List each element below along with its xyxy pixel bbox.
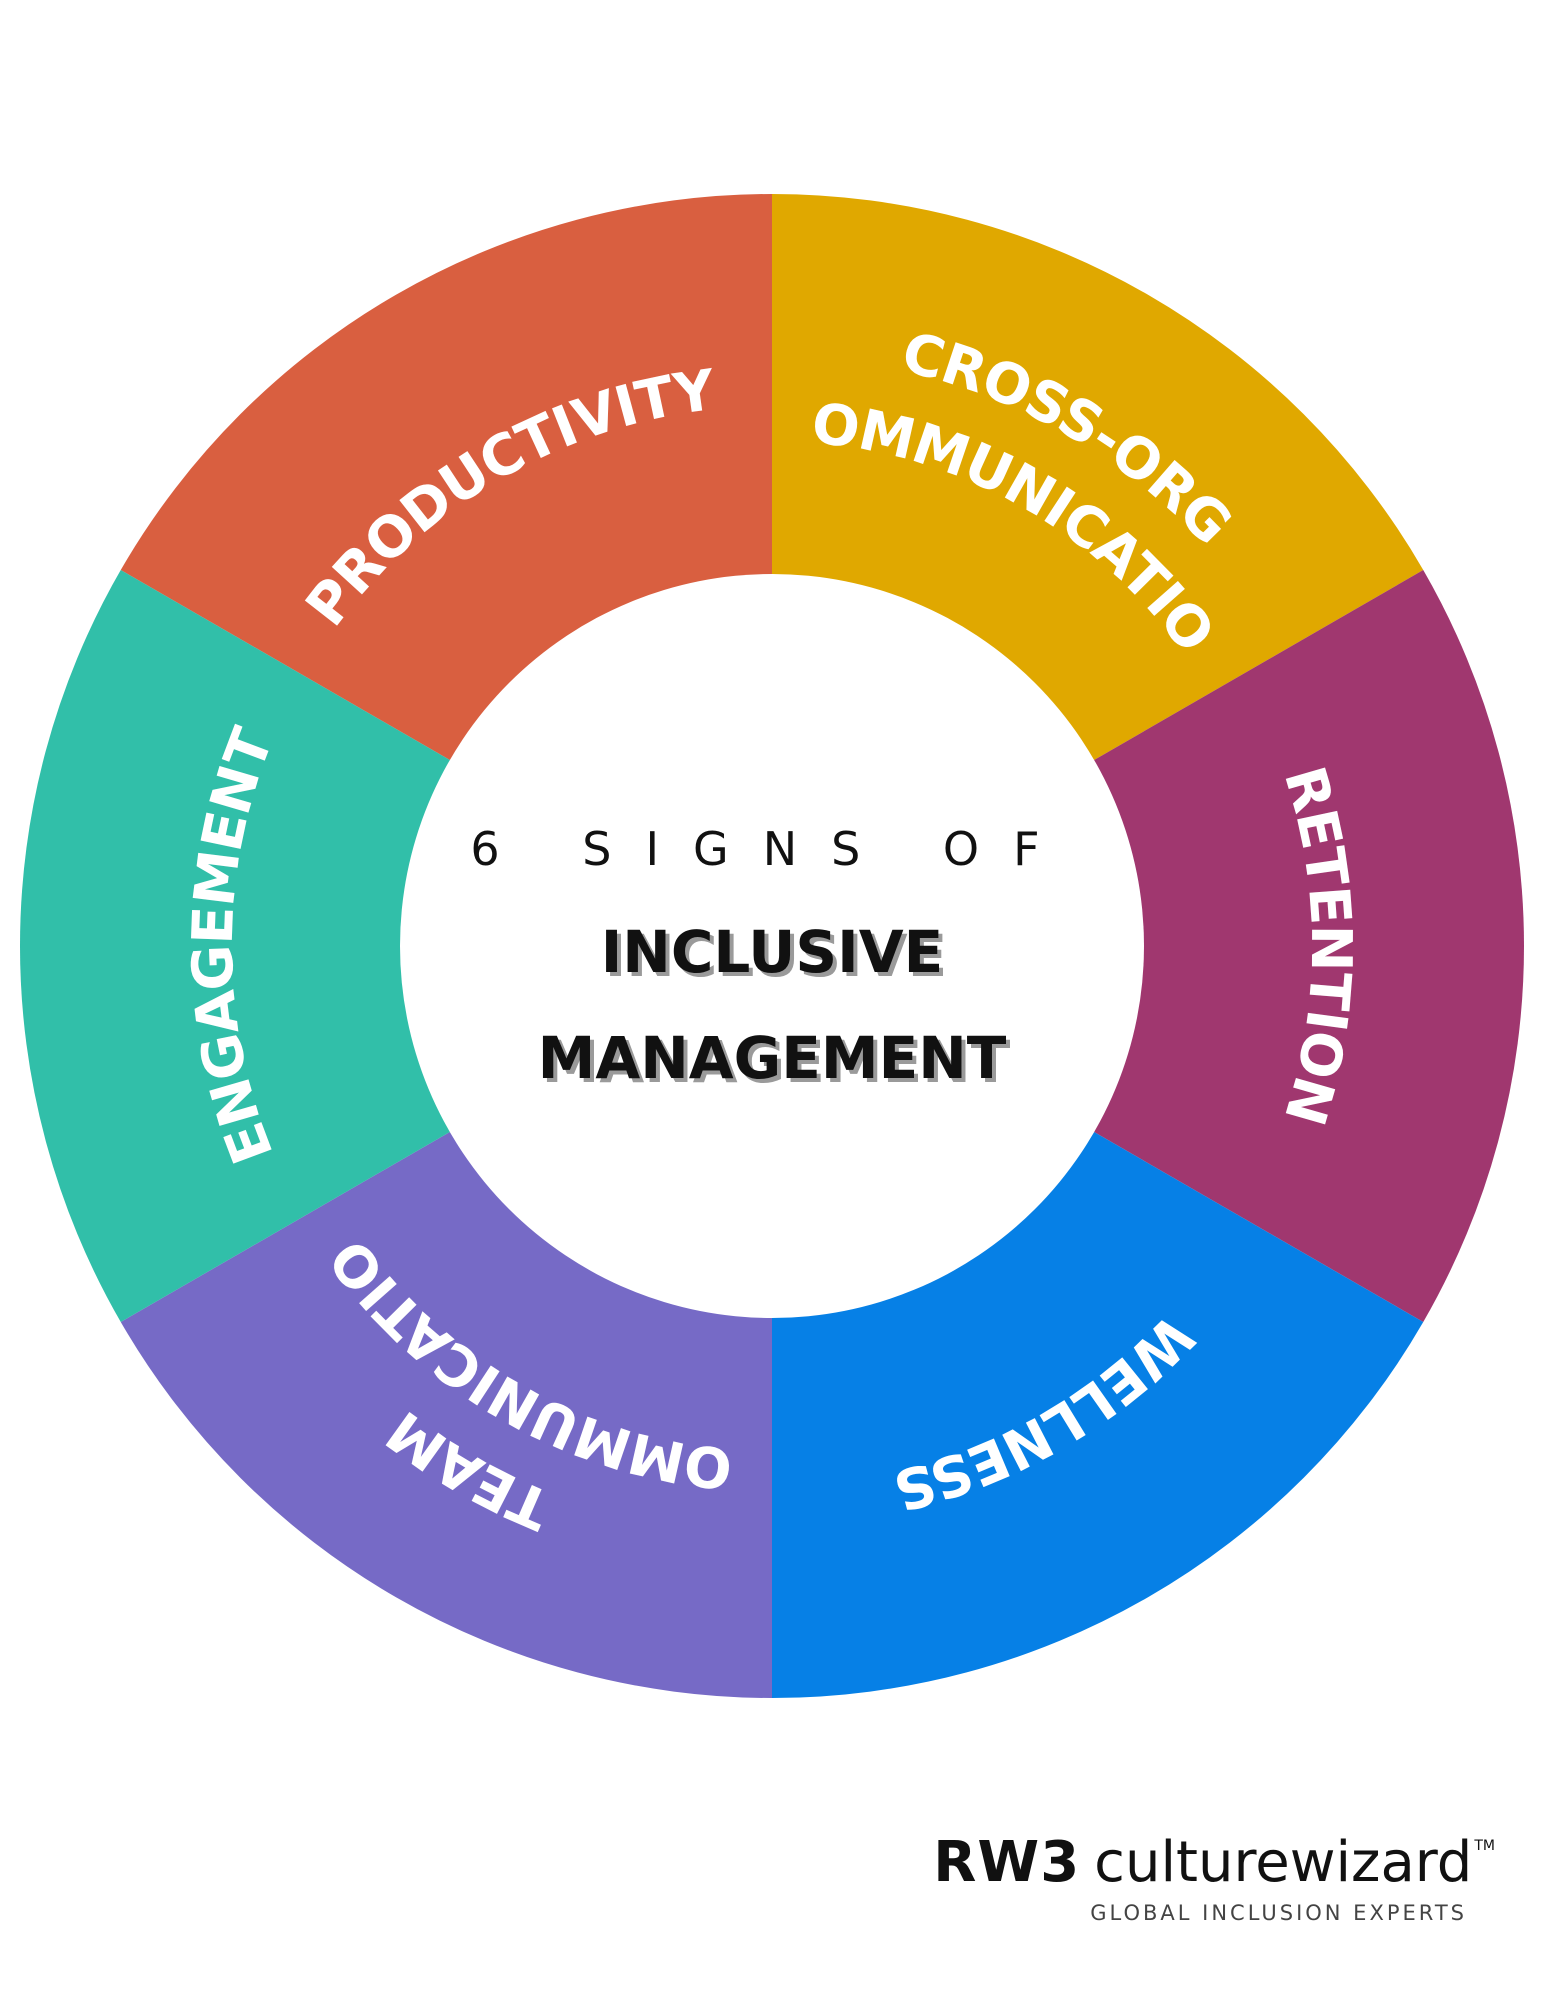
center-text: 6 SIGNS OF INCLUSIVE INCLUSIVE MANAGEMEN… (470, 822, 1073, 1096)
center-title-line2: MANAGEMENT (538, 1024, 1007, 1092)
center-kicker: 6 SIGNS OF (470, 822, 1073, 876)
center-title-line1: INCLUSIVE (601, 918, 944, 986)
segment-engagement (19, 570, 772, 1322)
center-hub (400, 574, 1144, 1318)
brand-prefix: RW3 (933, 1830, 1081, 1895)
center-title-line1-shadow: INCLUSIVE (605, 922, 948, 990)
brand-tagline: GLOBAL INCLUSION EXPERTS (1090, 1901, 1467, 1925)
brand-logo: RW3 culturewizard TM GLOBAL INCLUSION EX… (933, 1830, 1495, 1925)
brand-trademark: TM (1474, 1838, 1495, 1854)
segment-retention (772, 570, 1524, 1322)
brand-wordmark: RW3 culturewizard TM (933, 1830, 1495, 1895)
brand-name: culturewizard (1094, 1830, 1473, 1895)
center-title-line2-shadow: MANAGEMENT (542, 1028, 1011, 1096)
